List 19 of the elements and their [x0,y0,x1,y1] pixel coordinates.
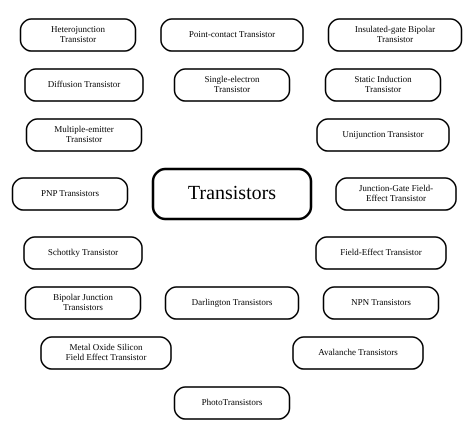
node-box: Static Induction Transistor [324,68,442,102]
node-box: Single-electron Transistor [174,68,290,102]
node-box: Avalanche Transistors [292,336,424,370]
node-box: Field-Effect Transistor [315,236,447,270]
node-box: Point-contact Transistor [160,18,304,52]
node-box: Junction-Gate Field-Effect Transistor [335,176,457,210]
node-box: PNP Transistors [12,176,128,210]
node-box: Darlington Transistors [164,286,300,320]
node-box: NPN Transistors [322,286,440,320]
node-box: Insulated-gate Bipolar Transistor [328,18,462,52]
node-box: PhotoTransistors [174,386,290,420]
node-box: Transistors [152,167,312,220]
node-box: Diffusion Transistor [24,68,144,102]
node-box: Bipolar Junction Transistors [24,286,142,320]
node-box: Heterojunction Transistor [20,18,136,52]
node-box: Metal Oxide Silicon Field Effect Transistor [40,336,172,370]
node-box: Schottky Transistor [23,236,143,270]
node-box: Unijunction Transistor [316,118,450,152]
node-box: Multiple-emitter Transistor [26,118,142,152]
